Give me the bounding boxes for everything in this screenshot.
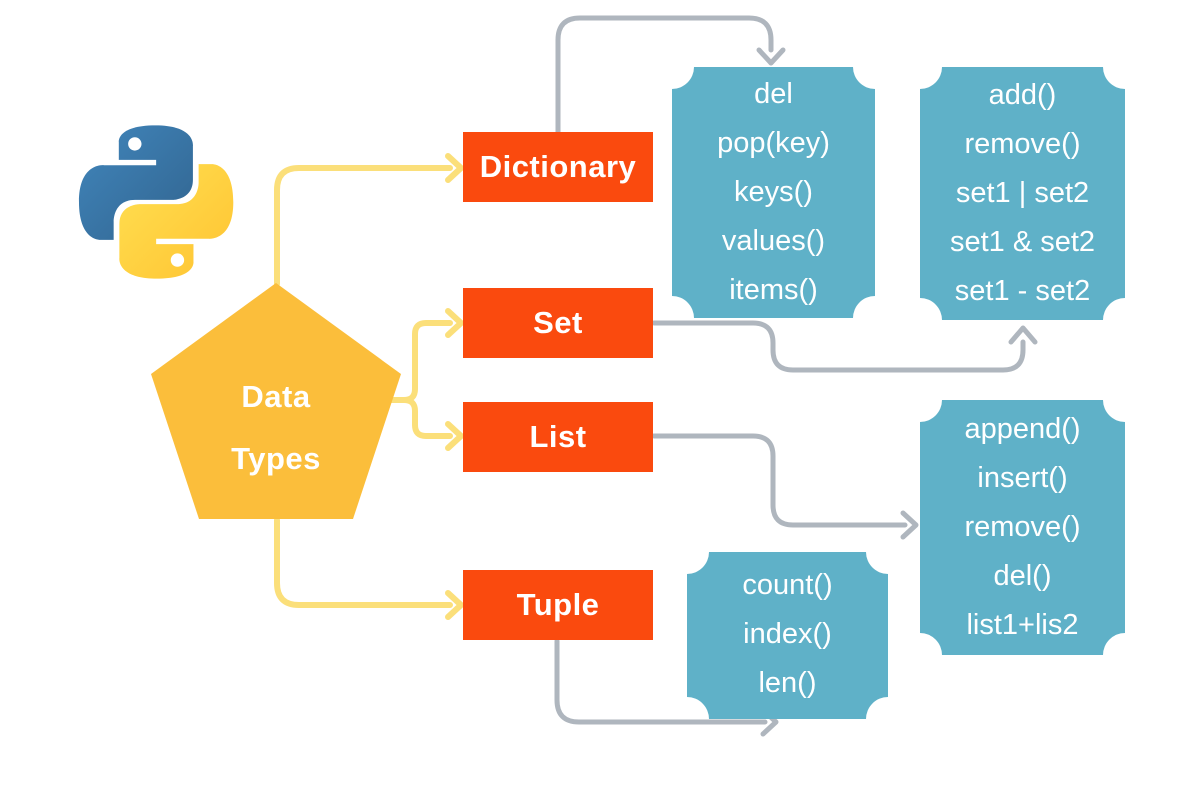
connector-dictionary-methods (555, 15, 786, 135)
connector-pentagon-tuple (274, 517, 464, 620)
pentagon-label-line2: Types (231, 441, 321, 476)
method-line: insert() (977, 462, 1068, 494)
type-label-list: List (529, 419, 587, 454)
methods-box-dictionary: del pop(key) keys() values() items() (672, 67, 875, 318)
method-line: del() (993, 560, 1052, 592)
methods-list-set: add() remove() set1 | set2 set1 & set2 s… (920, 71, 1125, 316)
python-logo-icon (78, 125, 234, 279)
method-line: set1 & set2 (949, 226, 1096, 258)
pentagon-label: Data Types (144, 366, 408, 490)
method-line: set1 - set2 (954, 275, 1091, 307)
connector-pentagon-dictionary (274, 153, 464, 287)
methods-list-dictionary: del pop(key) keys() values() items() (672, 70, 875, 315)
arrowhead-right-icon (445, 153, 464, 183)
method-line: add() (988, 79, 1057, 111)
connector-pentagon-list (389, 397, 464, 451)
type-box-set: Set (463, 288, 653, 358)
pentagon-label-line1: Data (241, 379, 311, 414)
method-line: keys() (734, 176, 813, 208)
method-line: set1 | set2 (955, 177, 1090, 209)
arrowhead-up-icon (1008, 325, 1038, 345)
plaque-shape (672, 67, 875, 318)
type-label-set: Set (533, 305, 583, 340)
methods-box-list: append() insert() remove() del() list1+l… (920, 400, 1125, 655)
method-line: values() (721, 225, 826, 257)
method-line: remove() (964, 511, 1081, 543)
type-box-dictionary: Dictionary (463, 132, 653, 202)
method-line: list1+lis2 (966, 609, 1079, 641)
methods-list-tuple: count() index() len() (687, 561, 888, 708)
methods-box-set: add() remove() set1 | set2 set1 & set2 s… (920, 67, 1125, 320)
plaque-shape (687, 552, 888, 719)
arrowhead-right-icon (445, 308, 464, 338)
type-label-tuple: Tuple (516, 587, 600, 622)
method-line: pop(key) (717, 127, 830, 159)
method-line: len() (758, 667, 817, 699)
type-box-list: List (463, 402, 653, 472)
arrowhead-right-icon (900, 510, 919, 540)
plaque-shape (920, 67, 1125, 320)
pentagon-shape (151, 283, 401, 519)
method-line: remove() (964, 128, 1081, 160)
arrowhead-right-icon (445, 421, 464, 451)
connector-list-methods (651, 433, 919, 540)
arrowhead-down-icon (756, 47, 786, 66)
methods-box-tuple: count() index() len() (687, 552, 888, 719)
type-label-dictionary: Dictionary (479, 149, 637, 184)
plaque-shape (920, 400, 1125, 655)
method-line: del (754, 78, 793, 110)
method-line: append() (964, 413, 1081, 445)
method-line: items() (729, 274, 818, 306)
methods-list-list: append() insert() remove() del() list1+l… (920, 405, 1125, 650)
type-box-tuple: Tuple (463, 570, 653, 640)
arrowhead-right-icon (445, 590, 464, 620)
data-types-pentagon: Data Types (144, 280, 408, 520)
method-line: index() (743, 618, 832, 650)
method-line: count() (742, 569, 833, 601)
connector-set-methods (651, 320, 1038, 373)
python-logo (78, 114, 234, 290)
